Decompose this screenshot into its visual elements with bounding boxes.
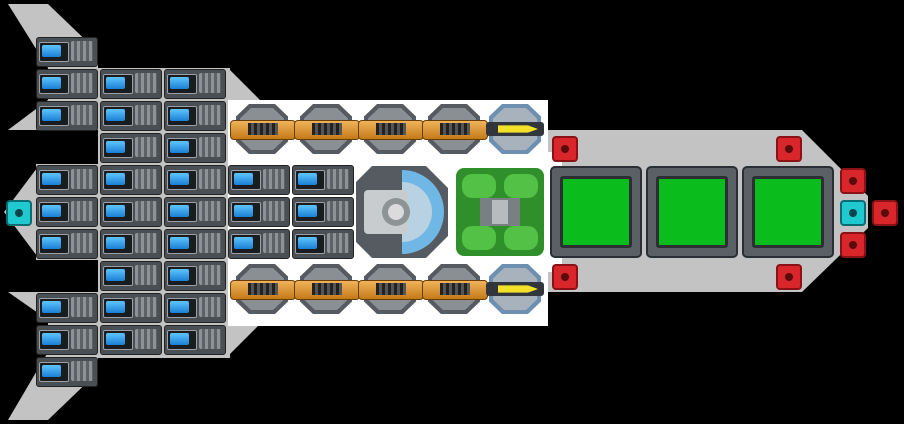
red-thruster-icon[interactable]: [840, 168, 866, 194]
orange-cannon-icon[interactable]: [294, 262, 360, 316]
red-thruster-icon[interactable]: [840, 232, 866, 258]
battery-cell-icon[interactable]: [164, 324, 226, 355]
battery-cell-icon[interactable]: [164, 132, 226, 163]
battery-cell-icon[interactable]: [36, 196, 98, 227]
battery-cell-icon[interactable]: [36, 100, 98, 131]
battery-cell-icon[interactable]: [36, 164, 98, 195]
battery-cell-icon[interactable]: [100, 292, 162, 323]
red-thruster-icon[interactable]: [776, 136, 802, 162]
red-thruster-icon[interactable]: [776, 264, 802, 290]
battery-cell-icon[interactable]: [292, 164, 354, 195]
battery-cell-icon[interactable]: [100, 196, 162, 227]
battery-cell-icon[interactable]: [100, 164, 162, 195]
orange-cannon-icon[interactable]: [230, 262, 296, 316]
battery-cell-icon[interactable]: [100, 260, 162, 291]
red-thruster-icon[interactable]: [552, 136, 578, 162]
cyan-sensor-icon[interactable]: [6, 200, 32, 226]
battery-cell-icon[interactable]: [36, 356, 98, 387]
battery-cell-icon[interactable]: [100, 324, 162, 355]
green-cargo-bay-icon[interactable]: [646, 166, 738, 258]
battery-cell-icon[interactable]: [228, 164, 290, 195]
battery-cell-icon[interactable]: [36, 324, 98, 355]
orange-cannon-icon[interactable]: [358, 262, 424, 316]
orange-cannon-icon[interactable]: [422, 102, 488, 156]
battery-cell-icon[interactable]: [164, 196, 226, 227]
battery-cell-icon[interactable]: [164, 292, 226, 323]
battery-cell-icon[interactable]: [228, 196, 290, 227]
orange-cannon-icon[interactable]: [294, 102, 360, 156]
battery-cell-icon[interactable]: [164, 100, 226, 131]
orange-cannon-icon[interactable]: [230, 102, 296, 156]
battery-cell-icon[interactable]: [228, 228, 290, 259]
missile-launcher-icon[interactable]: [484, 262, 546, 316]
green-cargo-bay-icon[interactable]: [550, 166, 642, 258]
cyan-sensor-icon[interactable]: [840, 200, 866, 226]
orange-cannon-icon[interactable]: [358, 102, 424, 156]
battery-cell-icon[interactable]: [36, 36, 98, 67]
battery-cell-icon[interactable]: [100, 132, 162, 163]
battery-cell-icon[interactable]: [36, 228, 98, 259]
battery-cell-icon[interactable]: [292, 228, 354, 259]
battery-cell-icon[interactable]: [164, 164, 226, 195]
battery-cell-icon[interactable]: [36, 292, 98, 323]
battery-cell-icon[interactable]: [164, 68, 226, 99]
red-thruster-icon[interactable]: [552, 264, 578, 290]
orange-cannon-icon[interactable]: [422, 262, 488, 316]
battery-cell-icon[interactable]: [164, 228, 226, 259]
reactor-dome-icon[interactable]: [356, 164, 450, 264]
green-cargo-bay-icon[interactable]: [742, 166, 834, 258]
battery-cell-icon[interactable]: [292, 196, 354, 227]
missile-launcher-icon[interactable]: [484, 102, 546, 156]
battery-cell-icon[interactable]: [100, 68, 162, 99]
bottom-fin: [8, 292, 98, 420]
battery-cell-icon[interactable]: [36, 68, 98, 99]
battery-cell-icon[interactable]: [164, 260, 226, 291]
green-engine-icon[interactable]: [452, 164, 548, 264]
battery-cell-icon[interactable]: [100, 100, 162, 131]
battery-cell-icon[interactable]: [100, 228, 162, 259]
red-thruster-icon[interactable]: [872, 200, 898, 226]
